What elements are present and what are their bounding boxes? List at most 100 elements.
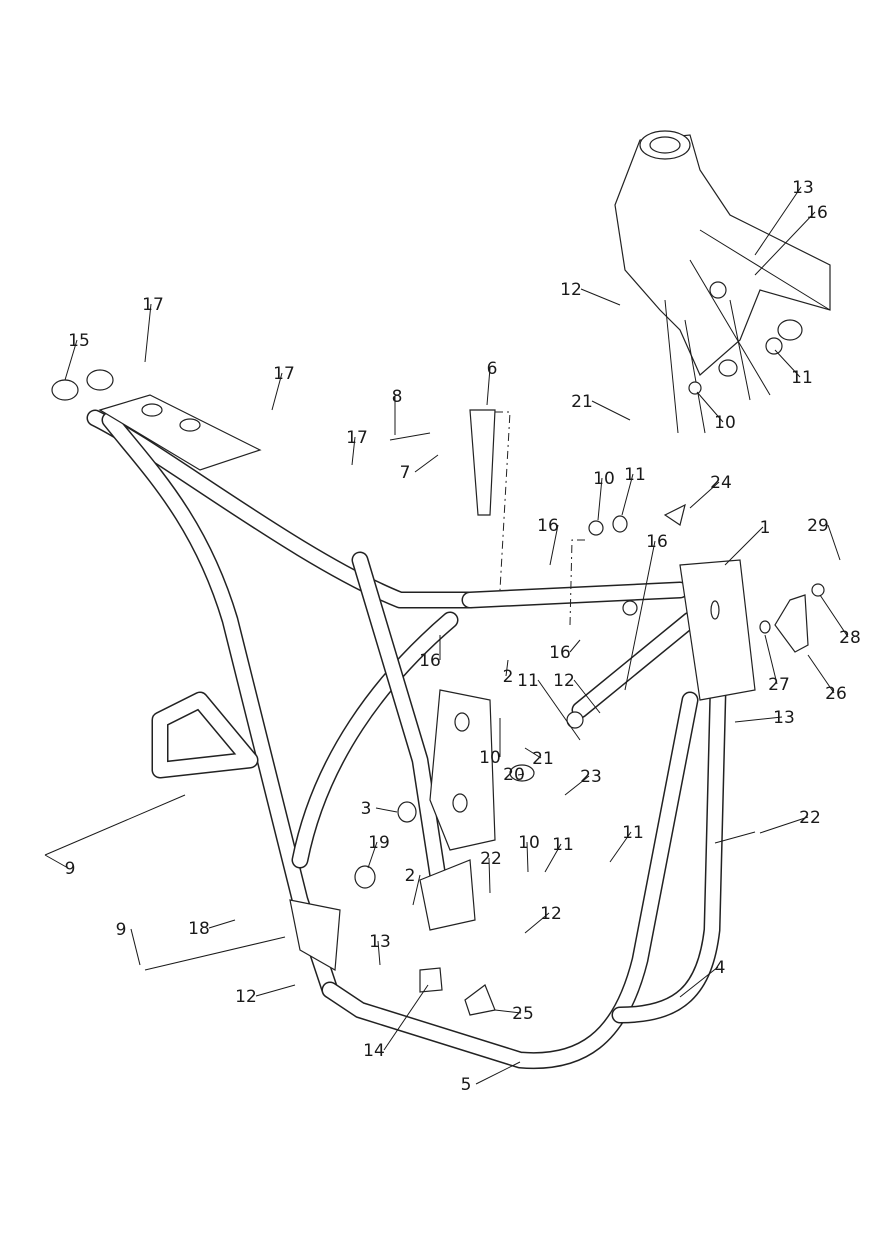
- leader-line: [351, 436, 356, 466]
- callout-number: 5: [461, 1075, 472, 1095]
- callout-number: 25: [512, 1004, 534, 1024]
- callout-number: 17: [273, 364, 295, 384]
- callout-number: 11: [552, 835, 574, 855]
- callout-number: 26: [825, 684, 847, 704]
- leader-line: [517, 773, 525, 776]
- leader-line: [624, 540, 656, 691]
- callout-number: 11: [517, 671, 539, 691]
- leader-line: [524, 912, 550, 934]
- callout-number: 9: [65, 859, 76, 879]
- callout-number: 16: [419, 651, 441, 671]
- callout-number: 29: [807, 516, 829, 536]
- leader-line: [208, 919, 236, 929]
- callout-number: 16: [646, 532, 668, 552]
- callout-number: 17: [142, 295, 164, 315]
- callout-number: 6: [487, 359, 498, 379]
- leader-line: [609, 831, 632, 863]
- callout-number: 12: [553, 671, 575, 691]
- callout-number: 16: [549, 643, 571, 663]
- leader-line: [679, 966, 719, 998]
- leader-line: [526, 841, 529, 873]
- leader-line: [367, 841, 378, 869]
- callout-number: 21: [532, 749, 554, 769]
- callout-number: 27: [768, 675, 790, 695]
- leader-line: [597, 477, 603, 521]
- leader-line: [524, 747, 542, 759]
- callout-number: 11: [622, 823, 644, 843]
- leader-line: [569, 639, 581, 653]
- leader-line: [486, 367, 491, 406]
- callout-number: 10: [518, 833, 540, 853]
- callout-number: 14: [363, 1041, 385, 1061]
- leader-line: [544, 843, 562, 873]
- callout-number: 10: [714, 413, 736, 433]
- leader-line: [130, 928, 141, 966]
- leader-line: [414, 454, 439, 473]
- callout-number: 19: [368, 833, 390, 853]
- callout-number: 12: [560, 280, 582, 300]
- callout-number: 4: [715, 958, 726, 978]
- leader-line: [564, 775, 590, 796]
- callout-number: 22: [480, 849, 502, 869]
- callout-number: 13: [773, 708, 795, 728]
- callout-number: 11: [791, 368, 813, 388]
- leader-line: [724, 526, 764, 566]
- leader-line: [764, 634, 778, 685]
- leader-line: [807, 654, 835, 694]
- leader-line: [494, 1009, 522, 1014]
- callout-number: 3: [361, 799, 372, 819]
- callout-number: 12: [235, 987, 257, 1007]
- leader-line: [580, 288, 621, 306]
- callout-number: 16: [537, 516, 559, 536]
- leader-line: [377, 940, 381, 966]
- leader-line: [754, 186, 802, 256]
- leader-line: [375, 807, 398, 813]
- callout-number: 11: [624, 465, 646, 485]
- main-frame: [86, 394, 756, 1070]
- callout-number: 13: [792, 178, 814, 198]
- leader-line: [621, 473, 634, 516]
- callout-number: 10: [479, 748, 501, 768]
- callout-number: 10: [593, 469, 615, 489]
- leader-line: [759, 816, 809, 834]
- leader-line: [44, 854, 69, 869]
- callout-number: 9: [116, 920, 127, 940]
- leader-line: [591, 400, 631, 421]
- callout-number: 15: [68, 331, 90, 351]
- callout-number: 13: [369, 932, 391, 952]
- callout-number: 2: [405, 866, 416, 886]
- callout-number: 2: [503, 667, 514, 687]
- leader-line: [383, 984, 429, 1051]
- leader-line: [819, 594, 849, 638]
- callout-number: 24: [710, 473, 732, 493]
- leader-line: [696, 391, 724, 423]
- leader-line: [734, 716, 783, 723]
- callout-number: 18: [188, 919, 210, 939]
- callout-number: 16: [806, 203, 828, 223]
- loose-parts: [44, 337, 825, 1016]
- leader-line: [505, 659, 509, 677]
- leader-line: [271, 372, 283, 411]
- callout-number: 1: [760, 518, 771, 538]
- callout-number: 22: [799, 808, 821, 828]
- leader-line: [255, 984, 296, 997]
- leader-line: [475, 1061, 521, 1085]
- callout-number: 8: [392, 387, 403, 407]
- leader-line: [488, 857, 491, 894]
- callout-number: 23: [580, 767, 602, 787]
- leader-line: [64, 339, 78, 381]
- callout-number: 7: [400, 463, 411, 483]
- callout-number: 21: [571, 392, 593, 412]
- leader-line: [774, 349, 801, 378]
- leader-line: [754, 211, 816, 276]
- inset-headstock-detail: [614, 130, 831, 434]
- callout-number: 12: [540, 904, 562, 924]
- callout-number: 28: [839, 628, 861, 648]
- leader-line: [144, 303, 152, 363]
- leader-line: [573, 679, 601, 714]
- leader-line: [549, 524, 559, 566]
- leader-line: [689, 481, 720, 509]
- callout-number: 20: [503, 765, 525, 785]
